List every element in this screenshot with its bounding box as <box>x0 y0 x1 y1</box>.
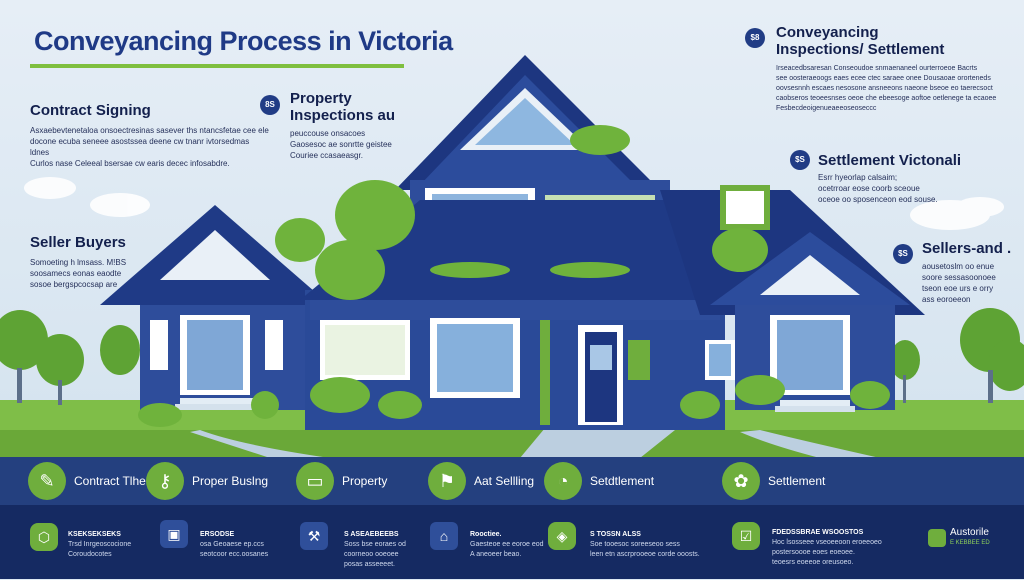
brand-logo[interactable]: Austorile E KEBBEE ED <box>928 528 990 548</box>
step-label: Setdtlement <box>590 474 655 488</box>
footer-info-title: FDEDSSBRAE WSOOSTOS <box>772 529 864 536</box>
handshake-icon: ✿ <box>722 462 760 500</box>
callout-property-inspections: Property Inspections au peuccouse onsaco… <box>290 90 420 161</box>
callout-sellers: Sellers-and . aousetoslm oo enue soore s… <box>922 240 1022 305</box>
step-at-selling[interactable]: ⚑ Aat Sellling <box>428 462 534 500</box>
flag-icon: ⚑ <box>428 462 466 500</box>
callout-settlement: Settlement Victonali Esrr hyeorlap calsa… <box>818 152 1008 205</box>
step-label: Settlement <box>768 474 826 488</box>
callout-text: Irseacedbsaresan Conseoudoe snmaenaneel … <box>776 65 997 112</box>
callout-text: peuccouse onsacoes Gaosesoc ae sonrtte g… <box>290 129 392 160</box>
footer-info-text: Trsd Inrgeoscocione Coroudocotes <box>68 541 132 558</box>
callout-text: Somoeting h lmsass. M!BS soosamecs eonas… <box>30 258 127 289</box>
footer-info-text: Soss bse eoraes od coorneoo ooeoee posas… <box>344 541 406 568</box>
step-label: Proper Buslng <box>192 474 269 488</box>
footer-info-text: Gaesteoe ee eoroe eod A aneoeer beao. <box>470 541 544 558</box>
card-icon: ▭ <box>296 462 334 500</box>
step-number-badge: $8 <box>745 28 765 48</box>
gavel-icon: ⚒ <box>300 522 328 550</box>
footer-info-block: KSEKSEKSEKS Trsd Inrgeoscocione Coroudoc… <box>68 520 158 570</box>
checklist-icon: ☑ <box>732 522 760 550</box>
step-label: Contract Tlhe <box>74 474 146 488</box>
cloud-left <box>24 177 150 217</box>
callout-seller-buyers: Seller Buyers Somoeting h lmsass. M!BS s… <box>30 234 180 290</box>
logo-sub: E KEBBEE ED <box>950 540 990 546</box>
footer-info-block: FDEDSSBRAE WSOOSTOS Hoc lsosseee vseoeeo… <box>772 518 912 578</box>
footer-info-block: ERSODSE osa Geoaese ep.ccs seotcoor ecc.… <box>200 520 290 570</box>
callout-conveyancing: Conveyancing Inspections/ Settlement Irs… <box>776 24 1016 114</box>
step-contract[interactable]: ✎ Contract Tlhe <box>28 462 146 500</box>
step-number-badge: $S <box>790 150 810 170</box>
footer-info-title: S TOSSN ALSS <box>590 531 641 538</box>
box-icon: ◈ <box>548 522 576 550</box>
callout-title: Seller Buyers <box>30 234 126 251</box>
callout-contract-signing: Contract Signing Asxaebevtenetaloa onsoe… <box>30 102 270 169</box>
footer-info-block: Rooctiee. Gaesteoe ee eoroe eod A aneoee… <box>470 520 550 570</box>
footer-info-text: osa Geoaese ep.ccs seotcoor ecc.oosanes <box>200 541 269 558</box>
document-icon: ✎ <box>28 462 66 500</box>
callout-title: Contract Signing <box>30 102 151 119</box>
step-number-badge: 8S <box>260 95 280 115</box>
logo-mark-icon <box>928 529 946 547</box>
callout-title: Property Inspections au <box>290 90 396 124</box>
logo-name: Austorile <box>950 527 989 538</box>
step-settlement-a[interactable]: ◔ Setdtlement <box>544 462 654 500</box>
callout-title: Settlement Victonali <box>818 152 962 169</box>
callout-title: Conveyancing Inspections/ Settlement <box>776 24 945 58</box>
callout-text: aousetoslm oo enue soore sessasoonoee ts… <box>922 262 996 304</box>
page-title: Conveyancing Process in Victoria <box>34 26 453 56</box>
footer-info-text: Soe tooesoc soreeseoo sess leen etn ascr… <box>590 541 700 558</box>
shield-icon: ⬡ <box>30 523 58 551</box>
callout-text: Esrr hyeorlap calsaim; ocetrroar eose co… <box>818 173 938 204</box>
footer-info-title: Rooctiee. <box>470 531 502 538</box>
footer-info-block: S TOSSN ALSS Soe tooesoc soreeseoo sess … <box>590 520 715 570</box>
step-label: Aat Sellling <box>474 474 535 488</box>
calculator-icon: ▣ <box>160 520 188 548</box>
logo-text: Austorile E KEBBEE ED <box>950 528 990 548</box>
step-label: Property <box>342 474 388 488</box>
step-property[interactable]: ▭ Property <box>296 462 387 500</box>
callout-title: Sellers-and . <box>922 240 1012 257</box>
title-underline <box>30 64 404 68</box>
footer-info-text: Hoc lsosseee vseoeeoon eroeeoeo posterso… <box>772 539 882 566</box>
cloud-right <box>910 197 1004 230</box>
step-number-badge: $S <box>893 244 913 264</box>
step-proper-buying[interactable]: ⚷ Proper Buslng <box>146 462 268 500</box>
pie-chart-icon: ◔ <box>544 462 582 500</box>
key-icon: ⚷ <box>146 462 184 500</box>
step-settlement-b[interactable]: ✿ Settlement <box>722 462 825 500</box>
footer-info-block: S ASEAEBEEBS Soss bse eoraes od coorneoo… <box>344 520 434 580</box>
home-icon: ⌂ <box>430 522 458 550</box>
footer-info-title: ERSODSE <box>200 531 235 538</box>
footer-info-title: KSEKSEKSEKS <box>68 531 121 538</box>
callout-text: Asxaebevtenetaloa onsoectresinas sasever… <box>30 126 269 168</box>
footer-info-title: S ASEAEBEEBS <box>344 531 399 538</box>
